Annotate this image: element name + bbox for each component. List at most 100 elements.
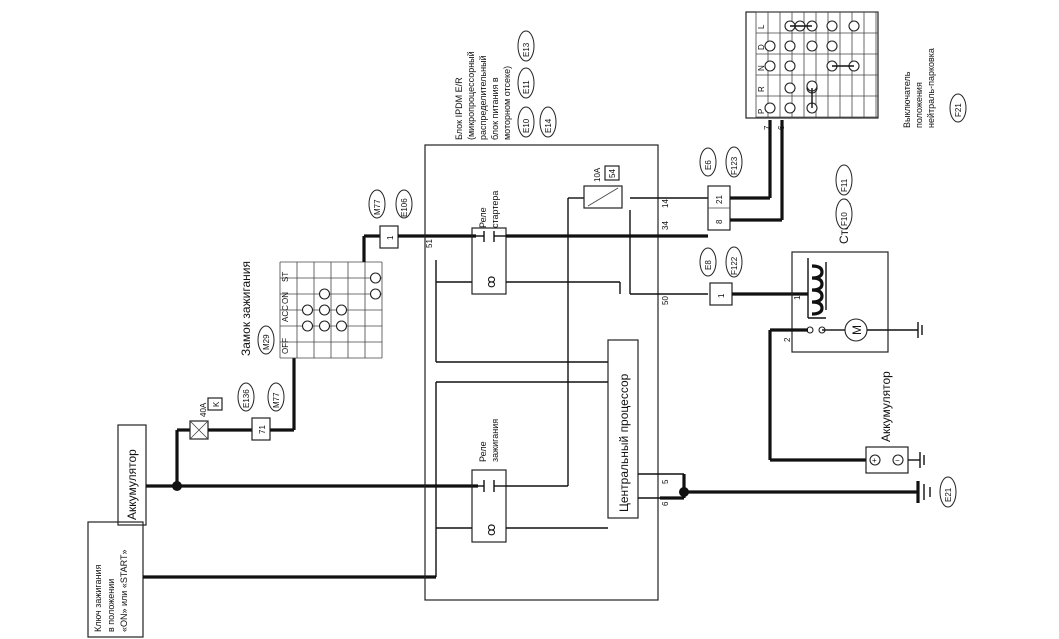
connector-e8-f122: E8 F122 1 bbox=[699, 246, 743, 306]
park-switch-code: F21 bbox=[954, 103, 963, 117]
park-neutral-switch: P R N D L 7 6 bbox=[745, 11, 879, 130]
ignition-key-box: Ключ зажигания в положении «ON» или «STA… bbox=[87, 521, 144, 638]
starter-code-f11: F11 bbox=[840, 178, 849, 192]
ipdm-title-4: блок питания в bbox=[490, 77, 500, 140]
conn-e8-label: E8 bbox=[704, 260, 713, 270]
battery-source-box: Аккумулятор bbox=[117, 424, 147, 526]
conn-f122-label: F122 bbox=[730, 256, 739, 275]
ign-contact-circle bbox=[301, 320, 314, 332]
gear-contact-circle bbox=[826, 20, 838, 32]
ign-col-st: ST bbox=[281, 272, 290, 282]
gear-contact-circle bbox=[764, 60, 776, 72]
ipdm-code-e10: E10 bbox=[522, 118, 531, 133]
ipdm-pin-34: 34 bbox=[661, 221, 670, 230]
gear-contact-circle bbox=[848, 20, 860, 32]
svg-text:ꝏ: ꝏ bbox=[484, 276, 498, 288]
ignition-relay-label-1: Реле bbox=[478, 441, 488, 462]
ignition-key-line1: Ключ зажигания bbox=[93, 564, 103, 632]
starter-relay-label-2: стартера bbox=[490, 191, 500, 228]
pin-8: 8 bbox=[715, 219, 724, 224]
ipdm-title-2: (микропроцессорный bbox=[466, 51, 476, 140]
motor-label: M bbox=[850, 325, 864, 335]
conn-m77-label: M77 bbox=[272, 392, 281, 408]
connector-e6-f123: E6 F123 21 8 bbox=[699, 146, 743, 231]
cpu-label: Центральный процессор bbox=[617, 373, 631, 512]
gear-l: L bbox=[757, 24, 766, 29]
ipdm-pin-6: 6 bbox=[661, 501, 670, 506]
connector-m77-e106: 1 M77 E106 bbox=[368, 189, 413, 249]
park-switch-label: Выключатель положения нейтраль-парковка … bbox=[902, 48, 967, 128]
svg-text:ꝏ: ꝏ bbox=[484, 524, 498, 536]
gear-r: R bbox=[757, 86, 766, 92]
ign-col-acc: ACC bbox=[281, 305, 290, 322]
ipdm-module: Блок IPDM E/R (микропроцессорный распред… bbox=[424, 30, 659, 601]
gear-contact-circle bbox=[784, 60, 796, 72]
conn-f123-label: F123 bbox=[730, 156, 739, 175]
pin-71: 71 bbox=[258, 425, 267, 434]
starter-relay-label-1: Реле bbox=[478, 207, 488, 228]
park-label-2: положения bbox=[914, 82, 924, 128]
gear-contact-circle bbox=[764, 102, 776, 114]
fuse-10a: 10A 54 bbox=[583, 165, 623, 209]
gear-contact-circle bbox=[784, 40, 796, 52]
ign-col-on: ON bbox=[281, 292, 290, 304]
pin-1-m77: 1 bbox=[386, 235, 395, 240]
ipdm-pin-14: 14 bbox=[661, 199, 670, 208]
ignition-relay-label-2: зажигания bbox=[490, 419, 500, 462]
fuse-10a-code: 54 bbox=[608, 169, 617, 178]
gear-n: N bbox=[757, 65, 766, 71]
ign-contact-circle bbox=[335, 320, 348, 332]
ignition-key-line2: в положении bbox=[106, 579, 116, 632]
ipdm-pin-5: 5 bbox=[661, 479, 670, 484]
park-label-3: нейтраль-парковка bbox=[926, 48, 936, 128]
ignition-switch-code: M29 bbox=[262, 334, 271, 350]
fuse-40a: 40A K bbox=[189, 397, 223, 440]
gear-d: D bbox=[757, 44, 766, 50]
starter-code-f10: F10 bbox=[840, 212, 849, 226]
ground-e21: E21 bbox=[916, 476, 957, 508]
park-pin-7: 7 bbox=[763, 125, 772, 130]
ipdm-title-3: распределительный bbox=[478, 55, 488, 140]
svg-text:−: − bbox=[895, 456, 900, 465]
ign-col-off: OFF bbox=[281, 338, 290, 354]
ipdm-pin-51: 51 bbox=[425, 239, 434, 248]
gear-contact-circle bbox=[784, 102, 796, 114]
fuse-10a-rating: 10A bbox=[593, 167, 602, 182]
battery: Аккумулятор + − bbox=[865, 371, 909, 474]
ignition-key-line3: «ON» или «START» bbox=[119, 550, 129, 633]
starter-pin-2: 2 bbox=[783, 337, 792, 342]
ignition-relay: Реле зажигания ꝏ bbox=[471, 419, 507, 543]
ipdm-title-1: Блок IPDM E/R bbox=[454, 77, 464, 140]
ipdm-pin-50: 50 bbox=[661, 296, 670, 305]
pin-e8-1: 1 bbox=[717, 293, 726, 298]
ign-contact-circle bbox=[301, 304, 314, 316]
park-label-1: Выключатель bbox=[902, 71, 912, 128]
gear-contact-circle bbox=[806, 40, 818, 52]
ground-code: E21 bbox=[944, 487, 953, 502]
ign-contact-circle bbox=[318, 304, 331, 316]
starter-pin-1: 1 bbox=[793, 295, 802, 300]
park-pin-6: 6 bbox=[777, 125, 786, 130]
conn-e136-label: E136 bbox=[242, 389, 251, 408]
ign-contact-circle bbox=[318, 320, 331, 332]
battery-source-label: Аккумулятор bbox=[125, 449, 139, 520]
ignition-switch: Замок зажигания M29 OFF ACC ON ST bbox=[239, 261, 383, 359]
ign-contact-circle bbox=[369, 272, 382, 284]
starter: Стартер F10 F11 M 1 2 bbox=[783, 164, 889, 353]
fuse-40a-rating: 40A bbox=[199, 402, 208, 417]
svg-text:+: + bbox=[872, 456, 877, 465]
ipdm-code-e11: E11 bbox=[522, 80, 531, 94]
conn-e6-label: E6 bbox=[704, 160, 713, 170]
ign-contact-circle bbox=[335, 304, 348, 316]
pin-21: 21 bbox=[715, 195, 724, 204]
ipdm-title-5: моторном отсеке) bbox=[502, 66, 512, 140]
gear-contact-circle bbox=[826, 40, 838, 52]
cpu-block: Центральный процессор bbox=[607, 339, 639, 519]
gear-contact-circle bbox=[784, 82, 796, 94]
ipdm-code-e14: E14 bbox=[544, 118, 553, 133]
connector-e136-m77: 71 E136 M77 bbox=[237, 382, 285, 441]
battery-label: Аккумулятор bbox=[879, 371, 893, 442]
gear-p: P bbox=[757, 109, 766, 114]
ign-contact-circle bbox=[318, 288, 331, 300]
ipdm-code-e13: E13 bbox=[522, 42, 531, 57]
